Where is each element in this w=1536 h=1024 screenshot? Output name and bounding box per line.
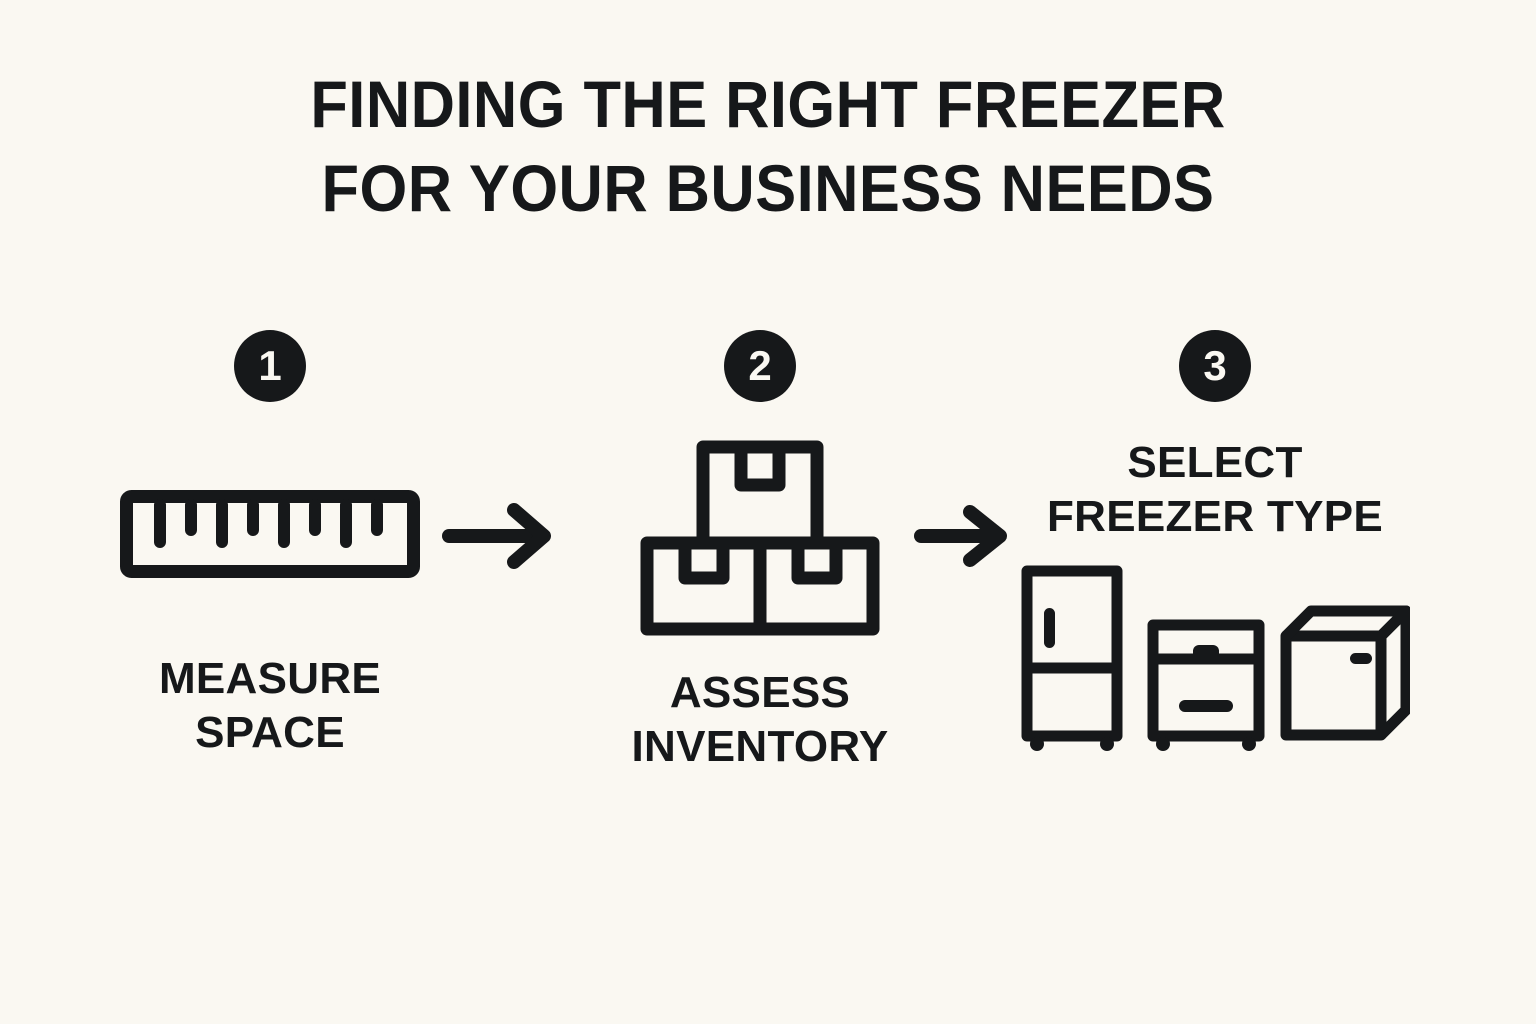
page-title: FINDING THE RIGHT FREEZER FOR YOUR BUSIN… <box>0 62 1536 231</box>
step-3-label-line-2: FREEZER TYPE <box>1046 491 1384 541</box>
step-2: 2 <box>560 330 960 773</box>
step-3-label-line-1: SELECT <box>1127 438 1303 487</box>
step-2-label-line-2: INVENTORY <box>631 721 889 771</box>
step-number-badge-2: 2 <box>724 330 796 402</box>
steps-row: 1 <box>0 330 1536 810</box>
step-1-label-line-2: SPACE <box>195 707 345 757</box>
step-3-label: SELECT FREEZER TYPE <box>1000 436 1430 543</box>
title-line-2: FOR YOUR BUSINESS NEEDS <box>321 151 1215 226</box>
step-2-label-line-1: ASSESS <box>669 668 851 717</box>
freezer-types-icon <box>1000 563 1430 753</box>
step-1-label: MEASURE SPACE <box>60 652 480 759</box>
ruler-icon <box>60 490 480 590</box>
title-line-1: FINDING THE RIGHT FREEZER <box>310 67 1226 141</box>
step-number-badge-1: 1 <box>234 330 306 402</box>
stacked-boxes-icon <box>560 440 960 636</box>
arrow-step1-to-step2 <box>440 494 560 574</box>
step-1: 1 <box>60 330 480 759</box>
step-2-label: ASSESS INVENTORY <box>560 666 960 773</box>
step-number-badge-3: 3 <box>1179 330 1251 402</box>
step-3: 3 SELECT FREEZER TYPE <box>1000 330 1430 753</box>
arrow-step2-to-step3 <box>912 494 1016 574</box>
step-1-label-line-1: MEASURE <box>158 654 382 703</box>
